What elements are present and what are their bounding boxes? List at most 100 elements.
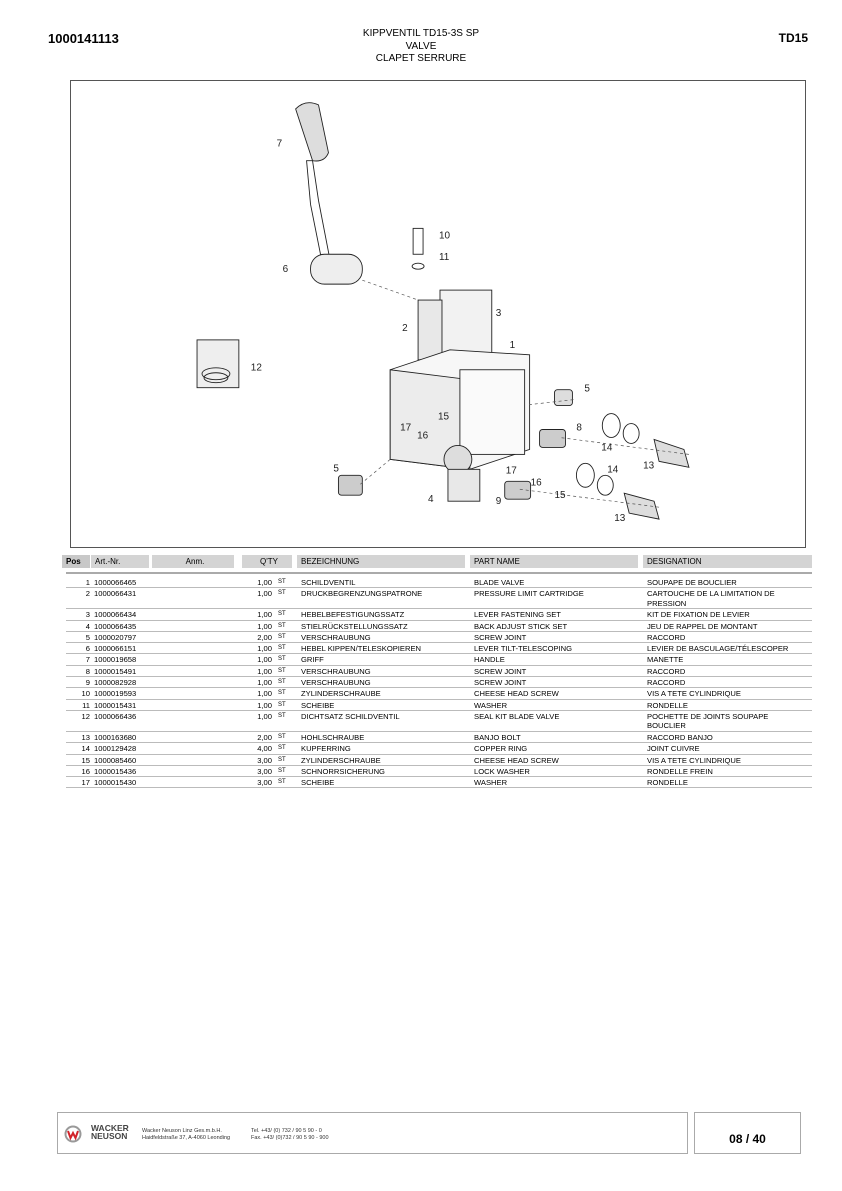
- cell-pn: WASHER: [474, 700, 508, 710]
- cell-pn: SCREW JOINT: [474, 666, 527, 676]
- cell-art: 1000066436: [94, 711, 137, 721]
- cell-qty: 1,00: [257, 589, 272, 599]
- cell-bez: HEBEL KIPPEN/TELESKOPIEREN: [301, 644, 421, 654]
- callout-5: 5: [584, 384, 590, 395]
- cell-pn: SCREW JOINT: [474, 678, 527, 688]
- cell-bez: STIELRÜCKSTELLUNGSSATZ: [301, 621, 408, 631]
- cell-qty: 2,00: [257, 632, 272, 642]
- cell-unit: ST: [278, 590, 286, 597]
- cell-pos: 8: [85, 666, 90, 676]
- cell-des: VIS A TETE CYLINDRIQUE: [647, 755, 741, 765]
- callout-10: 10: [439, 230, 451, 241]
- callout-15: 15: [555, 490, 567, 501]
- fax: Fax. +43/ (0)732 / 90 5 90 - 900: [251, 1135, 329, 1141]
- logo-line-2: NEUSON: [91, 1131, 128, 1141]
- callout-17: 17: [506, 465, 518, 476]
- cell-bez: HEBELBEFESTIGUNGSSATZ: [301, 610, 405, 620]
- cell-art: 1000163680: [94, 732, 137, 742]
- col-bezeichnung: BEZEICHNUNG: [297, 555, 465, 568]
- table-header: Pos Art.-Nr. Anm. Q'TY BEZEICHNUNG PART …: [62, 555, 812, 568]
- cell-art: 1000015491: [94, 666, 137, 676]
- cell-des: MANETTE: [647, 655, 684, 665]
- callout-6: 6: [283, 264, 289, 275]
- cell-des: RACCORD: [647, 678, 686, 688]
- cell-qty: 1,00: [257, 610, 272, 620]
- callout-1: 1: [510, 340, 516, 351]
- cell-pn: LEVER TILT-TELESCOPING: [474, 644, 573, 654]
- cell-qty: 1,00: [257, 711, 272, 721]
- cell-art: 1000015431: [94, 700, 137, 710]
- cell-bez: VERSCHRAUBUNG: [301, 632, 371, 642]
- cell-unit: ST: [278, 690, 286, 697]
- callout-14: 14: [601, 442, 613, 453]
- cell-pn: CHEESE HEAD SCREW: [474, 689, 559, 699]
- cell-pn: COPPER RING: [474, 744, 528, 754]
- cell-pos: 5: [85, 632, 90, 642]
- cell-art: 1000019593: [94, 689, 137, 699]
- cell-pn: CHEESE HEAD SCREW: [474, 755, 559, 765]
- cell-des: JOINT CUIVRE: [647, 744, 700, 754]
- cell-unit: ST: [278, 656, 286, 663]
- callout-4: 4: [428, 494, 434, 505]
- cell-pn: BLADE VALVE: [474, 578, 525, 587]
- cell-qty: 1,00: [257, 700, 272, 710]
- cell-unit: ST: [278, 767, 286, 774]
- cell-unit: ST: [278, 745, 286, 752]
- cell-bez: SCHEIBE: [301, 700, 335, 710]
- cell-art: 1000066431: [94, 589, 137, 599]
- cell-des: RONDELLE: [647, 700, 688, 710]
- title-de: KIPPVENTIL TD15-3S SP: [362, 28, 480, 39]
- cell-pos: 1: [85, 578, 90, 587]
- cell-pos: 12: [81, 711, 90, 721]
- col-art: Art.-Nr.: [91, 555, 149, 568]
- callout-7: 7: [277, 139, 283, 150]
- cell-qty: 1,00: [257, 578, 272, 587]
- cell-bez: ZYLINDERSCHRAUBE: [301, 689, 381, 699]
- company-name: Wacker Neuson Linz Ges.m.b.H.: [142, 1128, 222, 1134]
- title-en: VALVE: [405, 40, 437, 52]
- cell-des: RONDELLE: [647, 778, 688, 788]
- cell-bez: GRIFF: [301, 655, 324, 665]
- cell-qty: 2,00: [257, 732, 272, 742]
- cell-pn: LOCK WASHER: [474, 766, 530, 776]
- cell-art: 1000129428: [94, 744, 137, 754]
- logo-line-1: WACKER: [91, 1123, 129, 1133]
- callout-11: 11: [439, 252, 450, 263]
- cell-pos: 15: [81, 755, 90, 765]
- cell-unit: ST: [278, 733, 286, 740]
- document-number: 1000141113: [48, 31, 119, 46]
- cell-unit: ST: [278, 633, 286, 640]
- cell-pos: 9: [85, 678, 90, 688]
- cell-unit: ST: [278, 645, 286, 652]
- cell-bez: SCHILDVENTIL: [301, 578, 356, 587]
- page-number: 08 / 40: [694, 1112, 801, 1154]
- cell-pn: LEVER FASTENING SET: [474, 610, 561, 620]
- cell-des: KIT DE FIXATION DE LEVIER: [647, 610, 750, 620]
- cell-bez: VERSCHRAUBUNG: [301, 666, 371, 676]
- valve-drawing: 7 10 11 6 3 2 1 12 5 15 17 16 8 14 13 5 …: [196, 102, 690, 524]
- cell-qty: 1,00: [257, 621, 272, 631]
- cell-unit: ST: [278, 611, 286, 618]
- callout-16: 16: [531, 477, 543, 488]
- phone: Tel. +43/ (0) 732 / 90 5 90 - 0: [251, 1128, 322, 1134]
- cell-unit: ST: [278, 712, 286, 719]
- cell-unit: ST: [278, 579, 286, 585]
- cell-des: RACCORD: [647, 666, 686, 676]
- cell-des: SOUPAPE DE BOUCLIER: [647, 578, 737, 587]
- cell-qty: 1,00: [257, 678, 272, 688]
- col-part-name: PART NAME: [470, 555, 638, 568]
- cell-art: 1000066465: [94, 578, 137, 587]
- callout-12: 12: [251, 363, 263, 374]
- cell-qty: 4,00: [257, 744, 272, 754]
- table-row: 1 1000066465 1,00 ST SCHILDVENTIL BLADE VALVE…: [66, 577, 812, 589]
- cell-qty: 3,00: [257, 755, 272, 765]
- cell-pn: SCREW JOINT: [474, 632, 527, 642]
